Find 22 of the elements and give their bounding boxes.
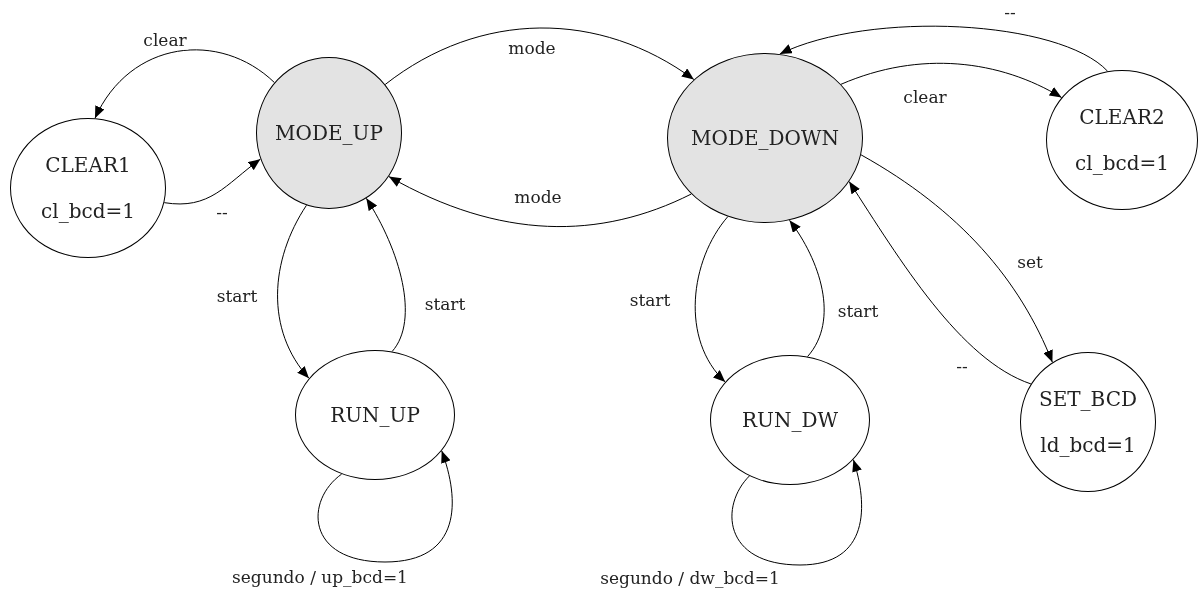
state-name: CLEAR2	[1079, 105, 1165, 129]
transition-arrow	[731, 459, 863, 566]
transition-arrow	[860, 154, 1053, 363]
state-output: ld_bcd=1	[1040, 433, 1136, 457]
transition-arrow	[848, 181, 1032, 385]
transition-arrow	[779, 25, 1109, 72]
transition-arrow	[94, 49, 275, 119]
state-name: MODE_DOWN	[691, 126, 839, 150]
state-name: SET_BCD	[1038, 387, 1137, 411]
state-output: cl_bcd=1	[41, 199, 135, 223]
transition-arrow	[277, 204, 310, 379]
state-name: RUN_UP	[330, 403, 420, 427]
transition-arrow	[384, 27, 695, 85]
state-name: MODE_UP	[275, 121, 383, 145]
state-name: RUN_DW	[742, 408, 838, 432]
transition-arrow	[365, 197, 406, 352]
transition-arrow	[163, 158, 261, 205]
transition-arrow	[694, 216, 729, 383]
state-name: CLEAR1	[45, 153, 131, 177]
state-output: cl_bcd=1	[1075, 151, 1169, 175]
transition-arrow	[317, 450, 453, 563]
transition-arrow	[789, 219, 825, 358]
